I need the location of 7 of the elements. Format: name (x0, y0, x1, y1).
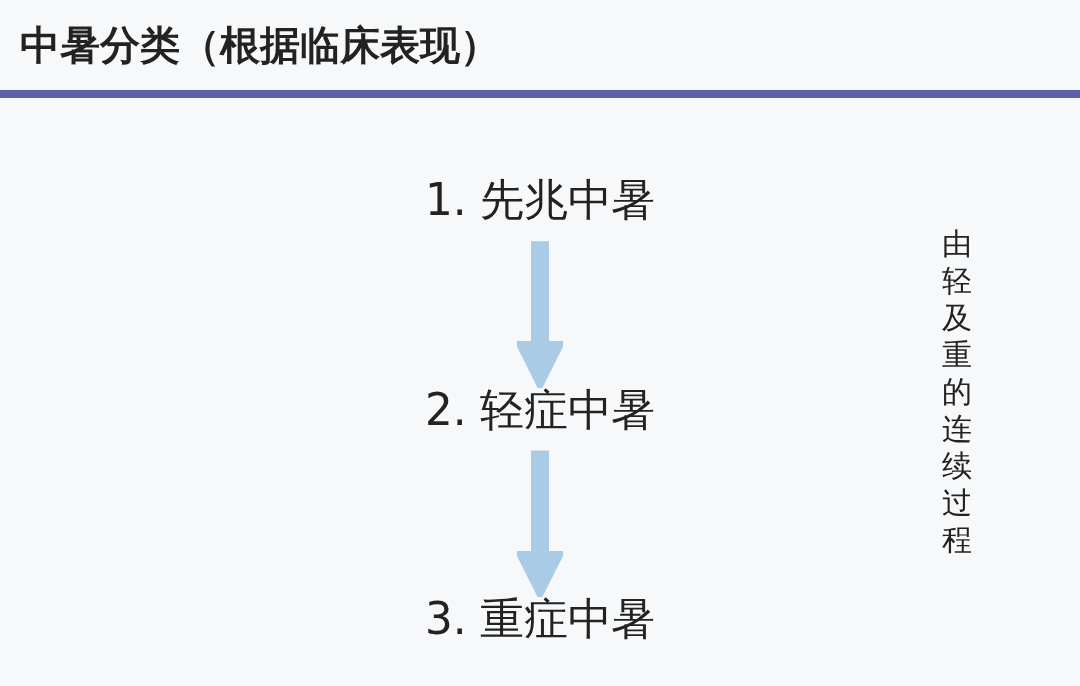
node-text: 3. 重症中暑 (424, 592, 656, 645)
node-text: 1. 先兆中暑 (424, 174, 656, 226)
side-note: 由轻及重的连续过程 (942, 225, 973, 558)
node-text: 2. 轻症中暑 (424, 383, 656, 436)
slide-title: 中暑分类（根据临床表现） (20, 21, 500, 70)
arrow (514, 450, 566, 600)
arrow (514, 241, 566, 390)
